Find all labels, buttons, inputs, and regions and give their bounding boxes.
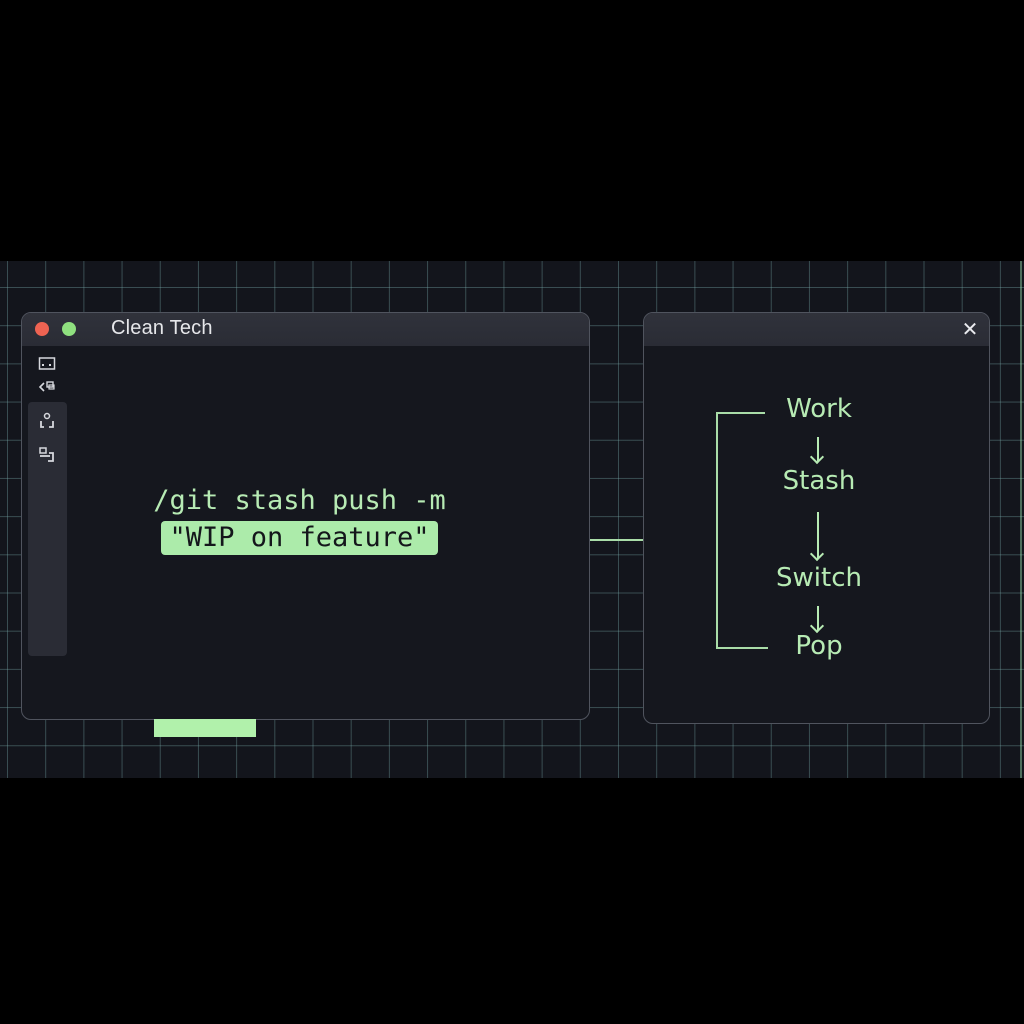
- bracket-top-line: [716, 412, 765, 414]
- arrow-down-icon: [817, 437, 819, 461]
- command-text: /git stash push -m: [153, 485, 446, 516]
- close-icon[interactable]: ✕: [961, 317, 979, 341]
- command-display: /git stash push -m "WIP on feature": [22, 483, 589, 555]
- flow-step-switch: Switch: [776, 563, 862, 593]
- title-bar[interactable]: Clean Tech: [22, 313, 589, 346]
- edge-highlight: [1020, 261, 1022, 778]
- title-bar[interactable]: ✕: [644, 313, 989, 346]
- flow-step-stash: Stash: [782, 466, 856, 496]
- window-title: Clean Tech: [111, 317, 213, 339]
- arrow-down-icon: [817, 606, 819, 630]
- maximize-window-button[interactable]: [62, 322, 76, 336]
- bracket-bottom-line: [716, 647, 768, 649]
- frame-icon[interactable]: [38, 356, 56, 372]
- layout-icon[interactable]: [38, 446, 56, 462]
- terminal-window: Clean Tech /git stash push -m "WIP on fe…: [21, 312, 590, 720]
- command-argument-highlight[interactable]: "WIP on feature": [161, 521, 438, 555]
- arrow-down-icon: [817, 512, 819, 558]
- flow-step-pop: Pop: [795, 631, 843, 661]
- close-window-button[interactable]: [35, 322, 49, 336]
- flow-step-work: Work: [786, 394, 852, 424]
- sidebar-panel: [28, 402, 67, 656]
- share-icon[interactable]: [38, 379, 56, 395]
- bracket-line: [716, 412, 718, 649]
- recycle-icon[interactable]: [38, 412, 56, 428]
- status-indicator-tab[interactable]: [154, 719, 256, 737]
